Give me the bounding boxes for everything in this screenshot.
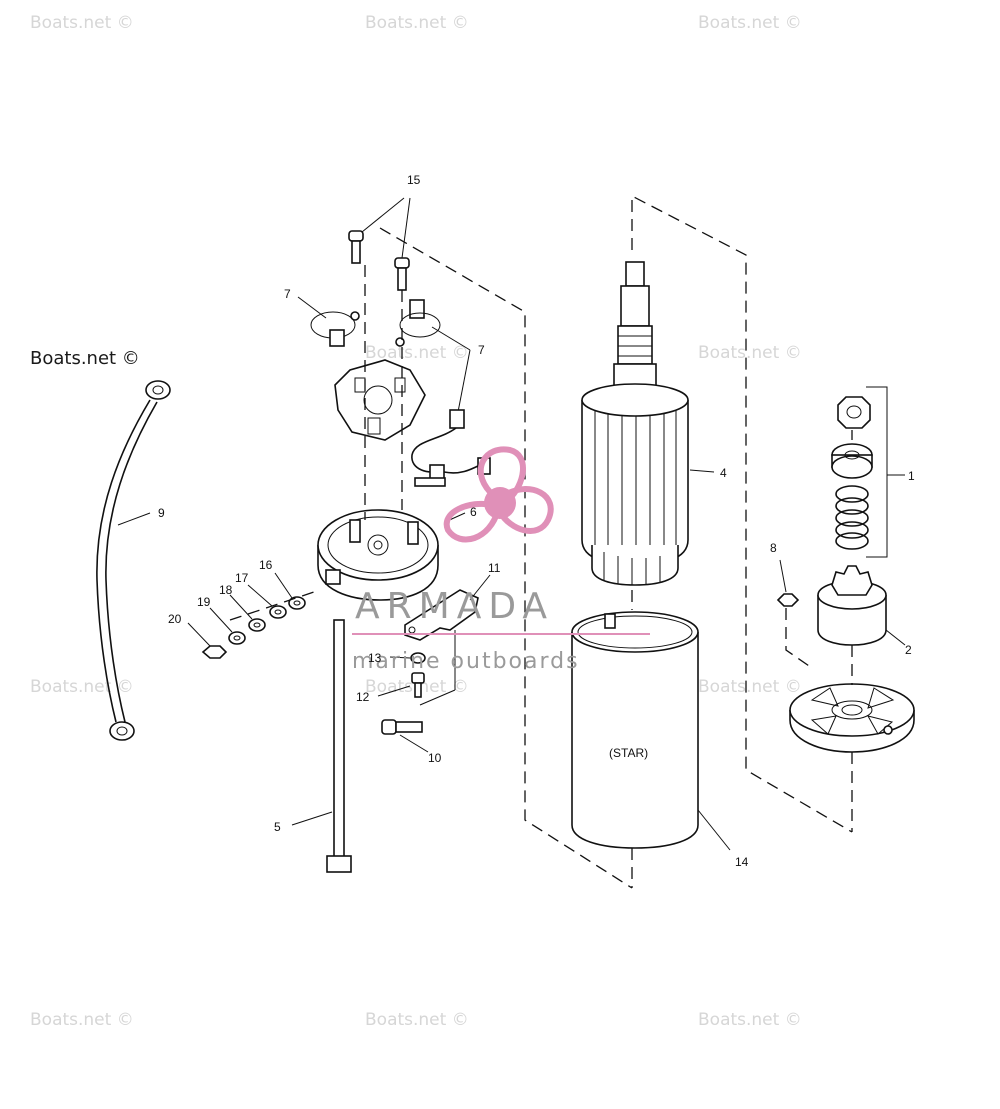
callout-9: 9 [158, 506, 165, 520]
watermark-text: Boats.net © [30, 1010, 134, 1030]
part-10-bolt [381, 719, 429, 753]
callout-12: 12 [356, 690, 370, 704]
callout-8: 8 [770, 541, 777, 555]
callout-13: 13 [368, 651, 382, 665]
part-14-housing [571, 611, 731, 851]
callout-5: 5 [274, 820, 281, 834]
part-8-nut [776, 559, 800, 607]
watermark-text: Boats.net © [698, 13, 802, 33]
watermark-text: Boats.net © [30, 13, 134, 33]
callout-20: 20 [168, 612, 182, 626]
watermark-text: Boats.net © [698, 677, 802, 697]
armada-logo: ARMADA marine outboards [352, 446, 650, 674]
watermark-text: Boats.net © [365, 13, 469, 33]
part-11-bracket [404, 574, 491, 706]
part-2-pinion [817, 565, 906, 646]
assembly-guide-lines [364, 194, 853, 889]
callout-16: 16 [259, 558, 273, 572]
callout-6: 6 [470, 505, 477, 519]
propeller-hub-icon [484, 487, 516, 519]
part-9-cable [96, 380, 171, 741]
callout-11: 11 [488, 561, 501, 575]
part-6-end-cap [317, 509, 466, 601]
watermark-text: Boats.net © [365, 343, 469, 363]
watermark-text: Boats.net © [698, 343, 802, 363]
watermark-text-dark: Boats.net © [30, 348, 140, 369]
callout-19: 19 [197, 595, 211, 609]
callout-17: 17 [235, 571, 249, 585]
callout-4: 4 [720, 466, 727, 480]
parts-16-20-hardware [187, 572, 321, 659]
part-4-armature [581, 261, 715, 586]
callout-14: 14 [735, 855, 749, 869]
callout-18: 18 [219, 583, 233, 597]
parts-12-13-screw-washer [377, 652, 426, 698]
callout-10: 10 [428, 751, 442, 765]
brush-holder-plate [334, 359, 426, 441]
watermark-text: Boats.net © [365, 1010, 469, 1030]
housing-label: (STAR) [609, 746, 648, 760]
part-7-brush-springs [297, 296, 471, 413]
callout-labels: 1 2 4 5 6 7 7 8 9 10 11 12 13 14 15 16 1… [158, 173, 915, 869]
watermark-text: Boats.net © [698, 1010, 802, 1030]
callout-2: 2 [905, 643, 912, 657]
logo-tagline-text: marine outboards [352, 649, 580, 674]
callout-1: 1 [908, 469, 915, 483]
part-15-screws [348, 197, 411, 291]
logo-brand-text: ARMADA [355, 586, 554, 627]
part-5-through-bolt [291, 619, 352, 873]
callout-7: 7 [478, 343, 485, 357]
mounting-plate [789, 683, 915, 753]
callout-15: 15 [407, 173, 421, 187]
callout-7: 7 [284, 287, 291, 301]
part-1-drive-assembly [831, 386, 905, 558]
